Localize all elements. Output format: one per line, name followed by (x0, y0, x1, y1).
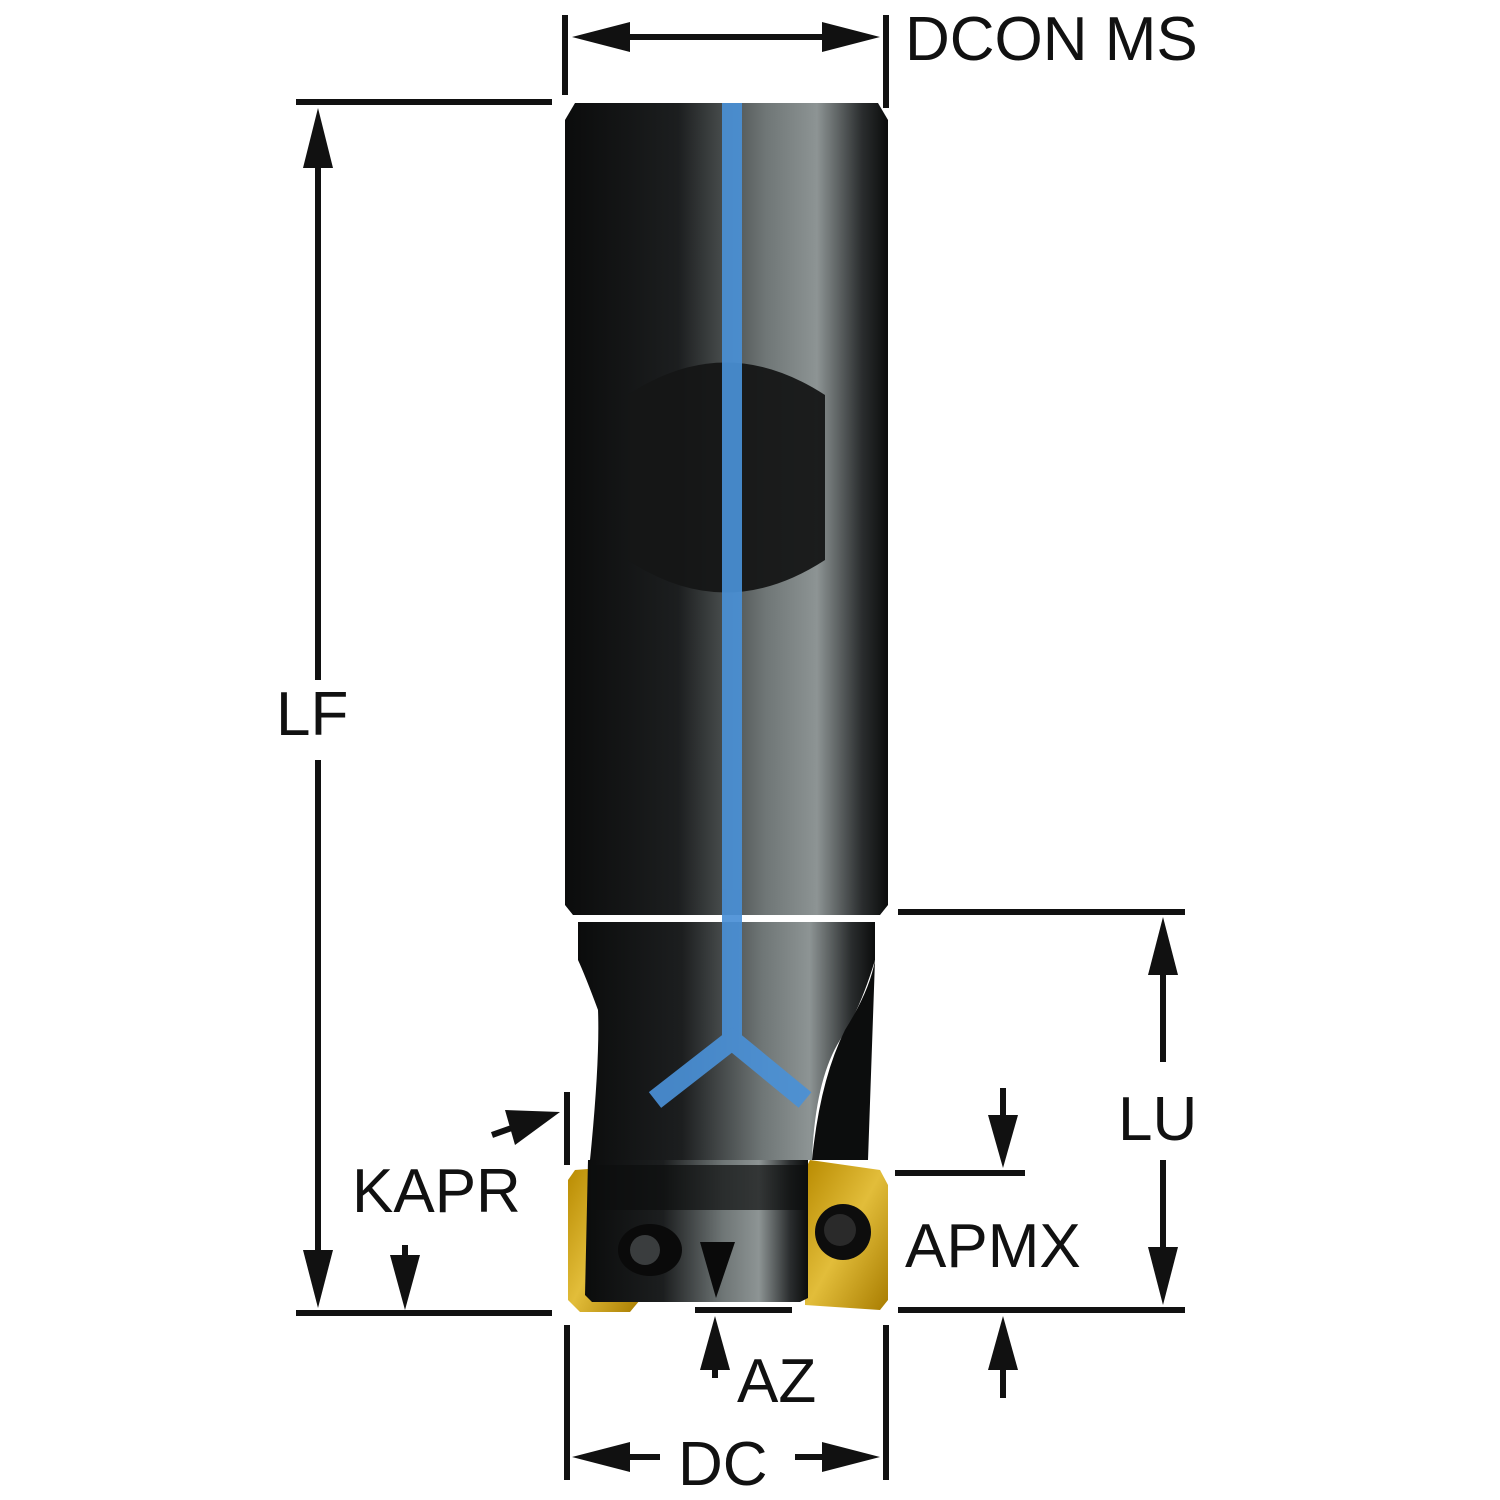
label-kapr: KAPR (352, 1157, 521, 1226)
center-notch (700, 1242, 735, 1298)
screw-head-left (630, 1235, 660, 1265)
screw-torx-right (824, 1214, 856, 1246)
label-dcon-ms: DCON MS (905, 5, 1198, 74)
label-apmx: APMX (905, 1212, 1081, 1281)
label-lu: LU (1118, 1085, 1197, 1154)
coolant-branch (648, 1027, 812, 1108)
head-band (588, 1165, 808, 1210)
label-az: AZ (737, 1347, 816, 1416)
label-lf: LF (276, 680, 348, 749)
label-dc: DC (678, 1430, 768, 1499)
coolant-channel (648, 103, 812, 1108)
chip-flute (812, 960, 875, 1160)
dimension-lines (296, 15, 1185, 1480)
tool-body (565, 103, 888, 1312)
